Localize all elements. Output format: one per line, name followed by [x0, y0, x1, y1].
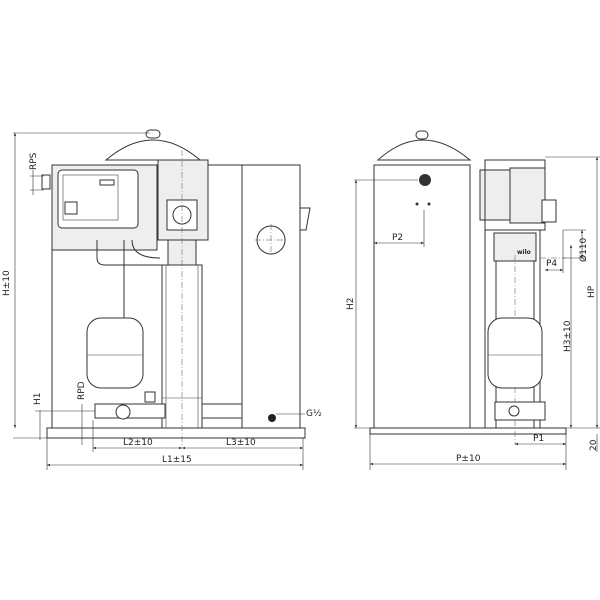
suction-pipe — [201, 403, 243, 419]
expansion-vessel — [487, 317, 543, 389]
tank-lid — [104, 139, 202, 161]
front-view: G½ H±10 RPS H1 RPD L2±10 L3±10 L1±15 — [2, 129, 322, 470]
control-box — [57, 169, 139, 229]
lid-knob — [415, 130, 429, 140]
dim-hp: HP — [587, 285, 597, 298]
tank-body — [373, 164, 471, 429]
side-view: wilo H2 P2 P4 Ø110 H3±10 HP 20 P1 P±10 — [346, 130, 600, 470]
dim-l2: L2±10 — [123, 438, 153, 448]
drain-plug — [268, 414, 276, 422]
expansion-vessel — [86, 317, 144, 389]
dim-p2: P2 — [392, 233, 403, 243]
pump-inlet-assembly — [494, 401, 546, 421]
motor-cover — [166, 199, 198, 231]
dim-p: P±10 — [456, 454, 481, 464]
dim-h2: H2 — [346, 298, 356, 311]
main-switch — [64, 201, 78, 215]
lid-knob — [145, 129, 161, 139]
dim-l1: L1±15 — [162, 455, 192, 465]
inlet-connection — [419, 174, 431, 186]
valve — [144, 391, 156, 403]
terminal-box — [541, 199, 557, 223]
dim-h1: H1 — [33, 393, 43, 406]
pump-motor — [509, 167, 546, 224]
dim-h3: H3±10 — [563, 320, 573, 352]
dim-p1: P1 — [533, 434, 544, 444]
drain-label: G½ — [306, 409, 322, 419]
display — [99, 179, 115, 186]
tank-lid — [376, 139, 472, 161]
pressure-gauge — [115, 404, 131, 420]
base-plate — [46, 427, 306, 439]
dim-base: 20 — [589, 439, 599, 451]
rps-connection — [41, 174, 51, 190]
overflow-bracket — [300, 207, 311, 231]
dim-rpd: RPD — [77, 381, 87, 400]
dim-diameter: Ø110 — [578, 237, 589, 262]
tank-side — [241, 164, 301, 429]
dim-height: H±10 — [2, 270, 12, 296]
dim-l3: L3±10 — [226, 438, 256, 448]
dim-rps: RPS — [29, 152, 39, 170]
dim-p4: P4 — [546, 259, 557, 269]
wilo-logo: wilo — [517, 249, 531, 256]
